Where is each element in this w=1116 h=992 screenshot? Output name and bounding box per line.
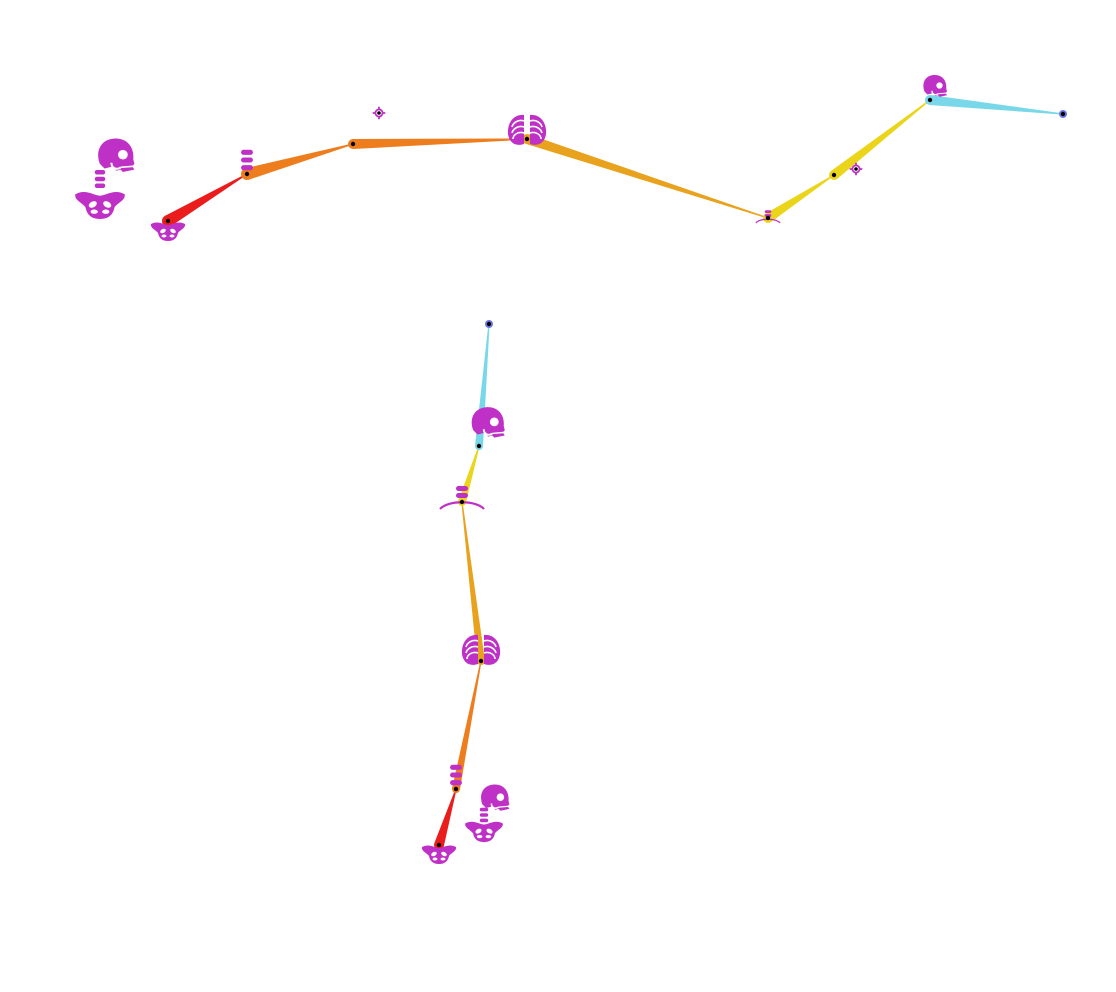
- joint-v-3: [459, 499, 465, 505]
- pelvis-segment-shape: [164, 173, 248, 227]
- lumbar-segment-lower: [241, 143, 354, 180]
- target-icon: [371, 105, 387, 121]
- lumbar-segment-upper: [348, 138, 528, 149]
- skeleton-vertebrae-icon-v: [479, 807, 489, 823]
- joint-h-3: [524, 136, 530, 142]
- thorax-segment-v-shape: [461, 501, 485, 662]
- skeleton-pelvis-icon: [75, 192, 125, 219]
- skeleton-pelvis-icon-v: [465, 821, 503, 843]
- pelvis-icon-v: [421, 845, 457, 864]
- joint-v-2: [478, 658, 484, 664]
- joint-v-0: [436, 842, 442, 848]
- pelvis-segment-v: [434, 788, 457, 850]
- joint-h-5: [831, 172, 837, 178]
- skeleton-skull-icon-v: [480, 783, 511, 812]
- joint-h-2: [350, 141, 356, 147]
- lumbar-segment-upper-shape: [352, 138, 528, 149]
- lumbar-segment-lower-shape: [245, 143, 354, 180]
- neck-segment-upper: [829, 99, 931, 180]
- thorax-segment: [522, 134, 769, 219]
- head-segment-shape: [929, 95, 1064, 115]
- skull-icon: [922, 74, 948, 98]
- thorax-segment-shape: [525, 134, 769, 219]
- skeleton-skull-icon: [97, 137, 136, 173]
- neck-segment-upper-shape: [830, 99, 931, 179]
- joint-h-1: [244, 171, 250, 177]
- neck-segment-lower: [763, 174, 835, 223]
- skull-icon-v: [470, 406, 506, 439]
- vertebrae-icon-v: [450, 764, 462, 786]
- pelvis-segment-v-shape: [434, 788, 457, 847]
- joint-h-4: [765, 215, 771, 221]
- joint-v-5: [486, 321, 492, 327]
- pelvis-segment: [162, 173, 248, 227]
- lumbar-segment-v-shape: [452, 660, 482, 790]
- joint-h-7: [1060, 111, 1066, 117]
- joint-h-0: [165, 218, 171, 224]
- head-segment: [925, 95, 1064, 115]
- skeleton-vertebrae-icon: [94, 170, 106, 188]
- vertebrae-icon: [241, 149, 253, 171]
- pelvis-icon: [150, 222, 186, 241]
- neck-segment-lower-shape: [765, 174, 835, 223]
- joint-h-6: [927, 97, 933, 103]
- joint-v-4: [476, 443, 482, 449]
- joint-v-1: [453, 786, 459, 792]
